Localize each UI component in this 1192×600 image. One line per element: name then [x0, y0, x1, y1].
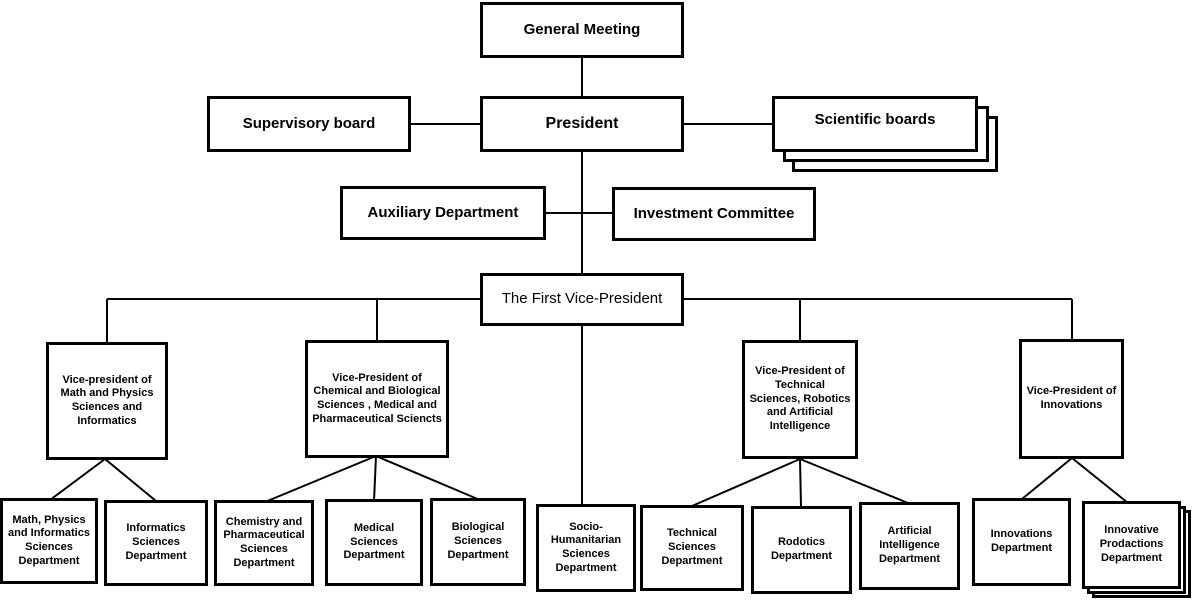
general-meeting-label: General Meeting	[523, 20, 641, 38]
scientific-boards-label: Scientific boards	[814, 111, 936, 128]
line-vpmath-dept-math	[49, 458, 106, 501]
first-vice-president-label: The First Vice-President	[501, 290, 663, 308]
dept-math-label: Math, Physics and Informatics Sciences D…	[8, 513, 90, 567]
dept-chemistry-label: Chemistry and Pharmaceutical Sciences De…	[223, 515, 305, 569]
dept-ai-label: Artificial Intelligence Department	[878, 525, 941, 565]
dept-ai-box: Artificial Intelligence Department	[859, 502, 960, 590]
dept-innovative-productions-label: Innovative Prodactions Department	[1099, 524, 1164, 564]
supervisory-board-box: Supervisory board	[207, 96, 411, 152]
line-vptech-dept-ai	[799, 458, 909, 504]
dept-robotics-box: Rodotics Department	[751, 506, 852, 594]
vp-math-label: Vice-president of Math and Physics Scien…	[60, 373, 154, 427]
line-vptech-dept-robotics	[799, 458, 802, 508]
dept-informatics-label: Informatics Sciences Department	[125, 522, 187, 562]
line-vpinnov-dept-innovations	[1021, 457, 1073, 500]
line-vpmath-dept-informatics	[104, 458, 157, 502]
dept-technical-label: Technical Sciences Department	[661, 527, 723, 567]
scientific-boards-box: Scientific boards	[772, 96, 978, 152]
auxiliary-department-label: Auxiliary Department	[367, 203, 519, 221]
vp-innov-box: Vice-President of Innovations	[1019, 339, 1124, 459]
dept-socio-label: Socio-Humanitarian Sciences Department	[550, 520, 622, 574]
president-box: President	[480, 96, 684, 152]
vp-tech-box: Vice-President of Technical Sciences, Ro…	[742, 340, 858, 459]
dept-biological-label: Biological Sciences Department	[447, 521, 509, 561]
first-vice-president-box: The First Vice-President	[480, 273, 684, 326]
vp-tech-label: Vice-President of Technical Sciences, Ro…	[749, 365, 851, 433]
dept-innovations-label: Innovations Department	[990, 528, 1053, 554]
dept-socio-box: Socio-Humanitarian Sciences Department	[536, 504, 636, 592]
vp-chem-label: Vice-President of Chemical and Biologica…	[312, 371, 442, 425]
dept-robotics-label: Rodotics Department	[770, 536, 833, 562]
investment-committee-box: Investment Committee	[612, 187, 816, 241]
investment-committee-label: Investment Committee	[633, 204, 795, 222]
dept-innovative-productions-box: Innovative Prodactions Department	[1082, 501, 1181, 589]
president-label: President	[545, 115, 619, 132]
line-vpchem-dept-chemistry	[264, 455, 377, 503]
dept-informatics-box: Informatics Sciences Department	[104, 500, 208, 586]
vp-chem-box: Vice-President of Chemical and Biologica…	[305, 340, 449, 458]
line-vptech-dept-technical	[691, 458, 801, 507]
dept-technical-box: Technical Sciences Department	[640, 505, 744, 591]
supervisory-board-label: Supervisory board	[242, 114, 376, 132]
vp-math-box: Vice-president of Math and Physics Scien…	[46, 342, 168, 460]
dept-chemistry-box: Chemistry and Pharmaceutical Sciences De…	[214, 500, 314, 586]
dept-medical-label: Medical Sciences Department	[343, 521, 405, 562]
dept-biological-box: Biological Sciences Department	[430, 498, 526, 586]
general-meeting-box: General Meeting	[480, 2, 684, 58]
line-vpinnov-dept-innovative	[1071, 457, 1129, 504]
line-vpchem-dept-biological	[375, 455, 481, 501]
auxiliary-department-box: Auxiliary Department	[340, 186, 546, 240]
dept-innovations-box: Innovations Department	[972, 498, 1071, 586]
line-vpchem-dept-medical	[373, 455, 377, 502]
vp-innov-label: Vice-President of Innovations	[1026, 385, 1117, 411]
dept-math-box: Math, Physics and Informatics Sciences D…	[0, 498, 98, 584]
dept-medical-box: Medical Sciences Department	[325, 499, 423, 586]
